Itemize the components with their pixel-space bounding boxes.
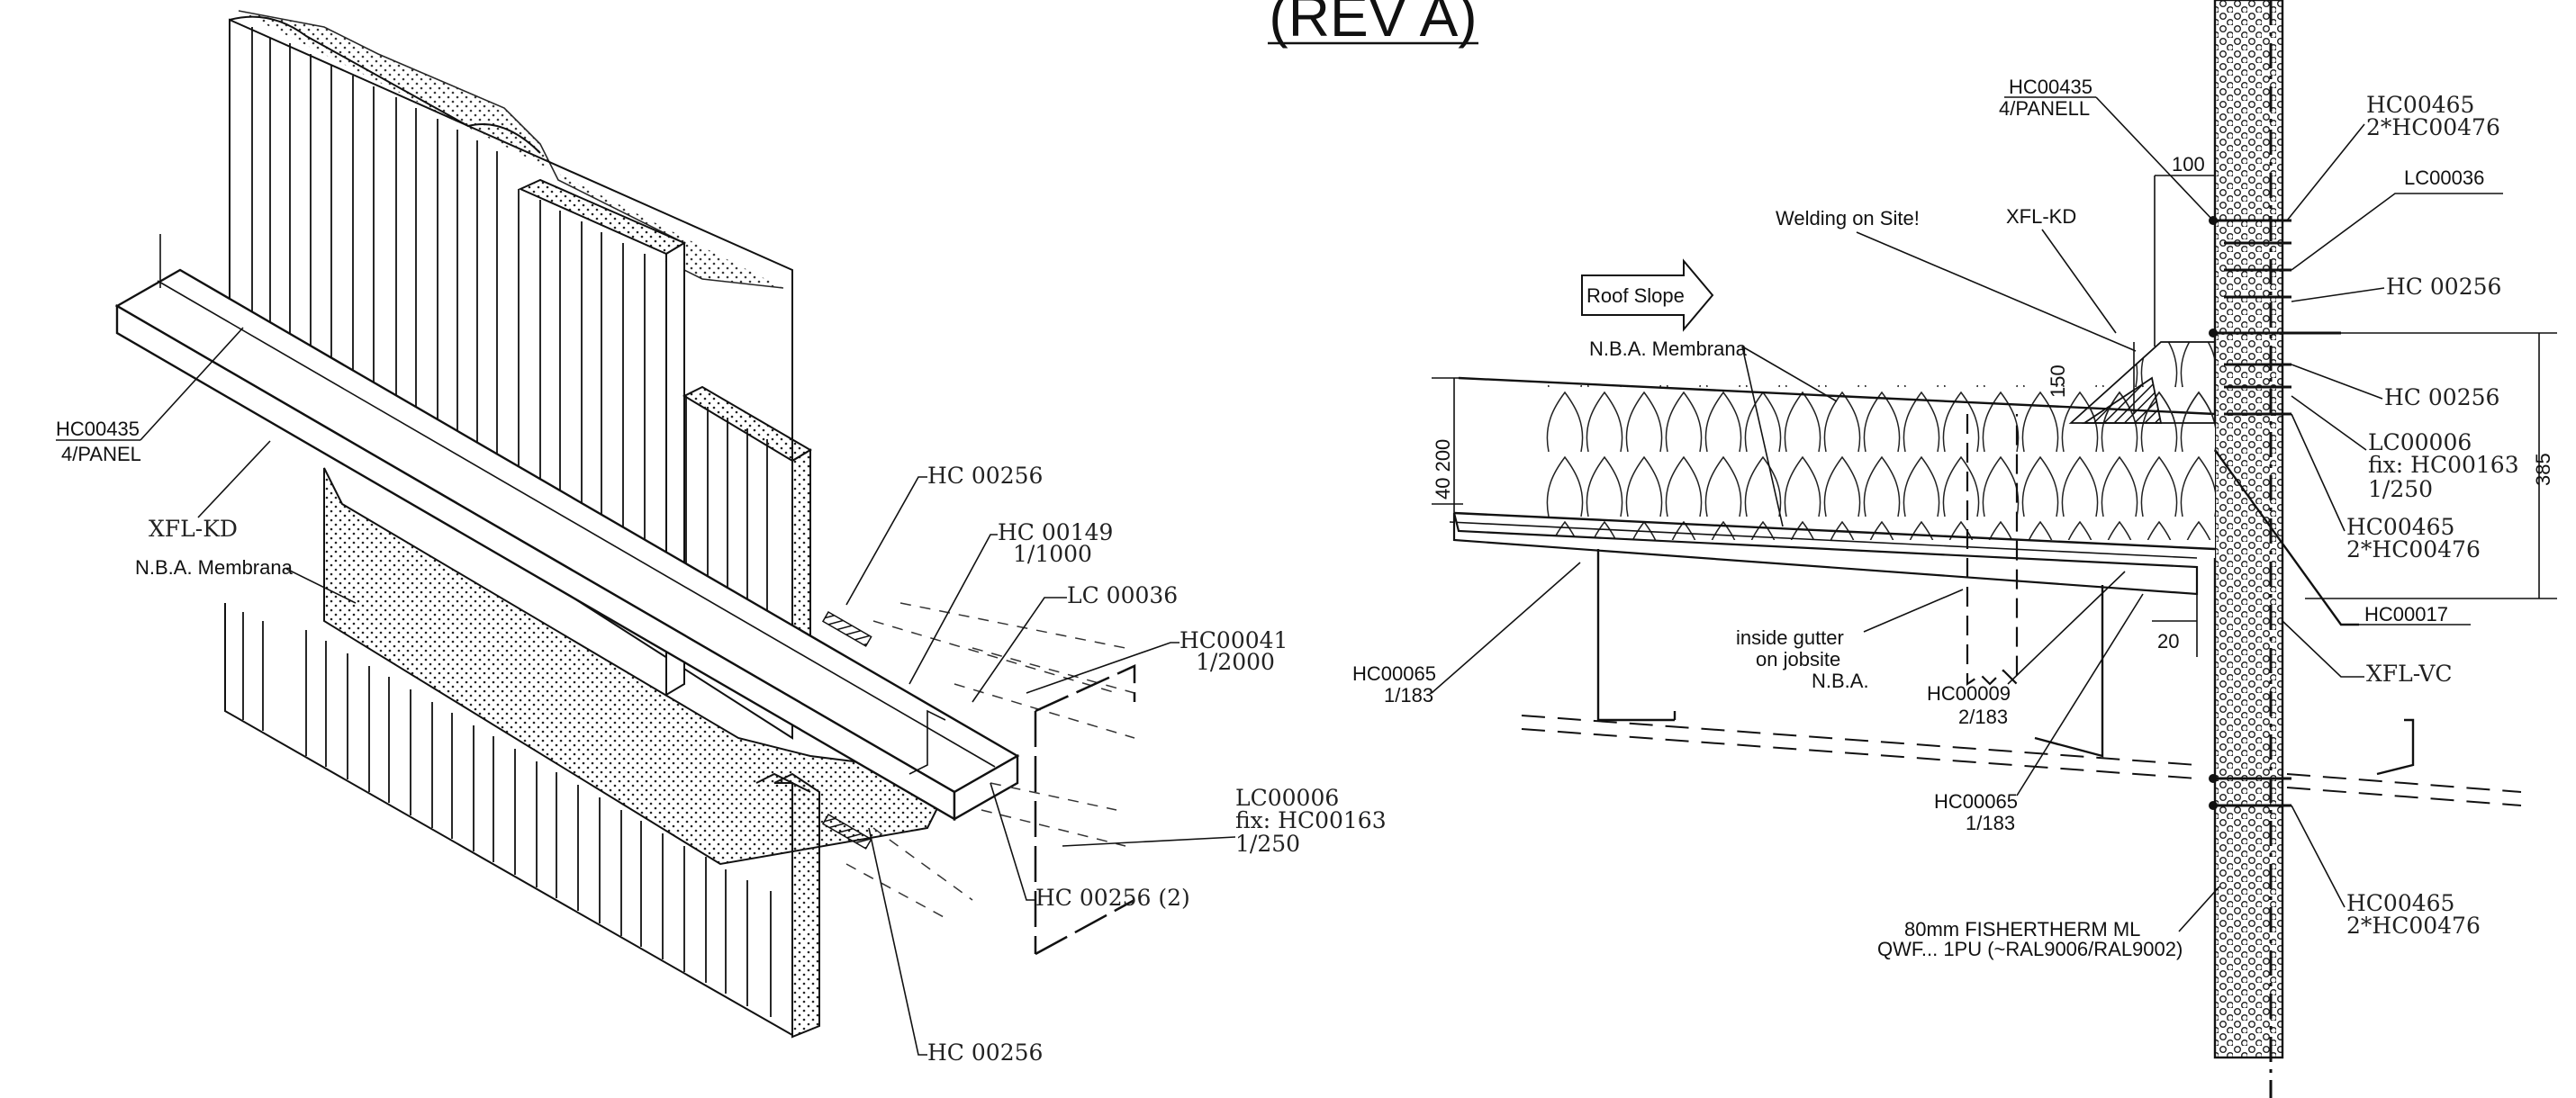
label-welding-on-site: Welding on Site! — [1776, 207, 1920, 230]
label-hc00009: HC00009 — [1927, 682, 2011, 705]
label-hc00256-2: HC 00256 (2) — [1035, 885, 1190, 911]
label-hc00435: HC00435 — [56, 418, 140, 440]
label-lc00006: LC00006 — [1235, 785, 1339, 811]
label-xfl-kd-right: XFL-KD — [2006, 205, 2076, 228]
label-inside-gutter-2: on jobsite — [1756, 648, 1840, 670]
label-fix-hc00163-right: fix: HC00163 — [2368, 452, 2519, 478]
label-lc00006-right: LC00006 — [2368, 429, 2472, 455]
bracket-lower — [821, 813, 872, 850]
left-isometric-detail — [114, 10, 1136, 1039]
label-hc00256-bottom: HC 00256 — [927, 1040, 1043, 1066]
label-1-250: 1/250 — [1235, 831, 1300, 857]
label-hc00476-a: 2*HC00476 — [2366, 114, 2500, 140]
roof-bottom-line — [1453, 511, 2216, 551]
label-dim-100: 100 — [2172, 153, 2205, 176]
label-dim-385: 385 — [2532, 453, 2554, 486]
gutter-line-2 — [1521, 728, 2198, 779]
label-roof-slope: Roof Slope — [1586, 284, 1685, 307]
wall-fixings — [2210, 219, 2341, 807]
label-lc00036-right: LC00036 — [2404, 166, 2484, 189]
label-hc00017: HC00017 — [2364, 603, 2448, 626]
lower-wall-panels — [224, 603, 820, 1039]
label-lc00036: LC 00036 — [1067, 582, 1178, 608]
label-4-panel: 4/PANEL — [61, 443, 141, 465]
label-nba-membrana-right: N.B.A. Membrana — [1589, 338, 1748, 360]
label-hc00041: HC00041 — [1180, 627, 1288, 653]
label-xfl-vc: XFL-VC — [2366, 661, 2453, 687]
label-hc00435-right: HC00435 — [2009, 76, 2092, 98]
label-1-250-right: 1/250 — [2368, 476, 2433, 502]
label-hc00065-b: HC00065 — [1934, 790, 2018, 813]
label-dim-20: 20 — [2157, 630, 2179, 652]
label-fishertherm-2: QWF... 1PU (~RAL9006/RAL9002) — [1877, 938, 2183, 960]
label-4-panell: 4/PANELL — [1999, 97, 2090, 120]
left-labels: HC00435 4/PANEL XFL-KD N.B.A. Membrana H… — [56, 327, 1387, 1066]
label-dim-40-200: 40 200 — [1432, 439, 1454, 500]
label-hc00065-a-scale: 1/183 — [1384, 684, 1433, 706]
label-hc00149: HC 00149 — [998, 519, 1113, 545]
label-nba-membrana: N.B.A. Membrana — [135, 556, 294, 579]
label-fishertherm-1: 80mm FISHERTHERM ML — [1904, 918, 2140, 940]
label-inside-gutter-1: inside gutter — [1736, 626, 1844, 649]
purlins — [1596, 414, 2415, 776]
label-hc00476-b: 2*HC00476 — [2346, 536, 2481, 562]
label-inside-gutter-3: N.B.A. — [1812, 670, 1869, 692]
dimension-lines — [1432, 175, 2557, 657]
label-hc00465-b: HC00465 — [2346, 514, 2454, 540]
label-hc00065-b-scale: 1/183 — [1966, 812, 2015, 834]
label-hc00465-c: HC00465 — [2346, 890, 2454, 916]
label-hc00256-a: HC 00256 — [2386, 274, 2501, 300]
label-hc00256-b: HC 00256 — [2384, 384, 2499, 410]
label-dim-150: 150 — [2047, 364, 2069, 398]
label-hc00465-a: HC00465 — [2366, 92, 2474, 118]
bracket-upper — [821, 610, 872, 647]
label-hc00009-scale: 2/183 — [1958, 706, 2008, 728]
label-hc00476-c: 2*HC00476 — [2346, 913, 2481, 939]
label-hc00256-top: HC 00256 — [927, 463, 1043, 489]
roof-slope-arrow — [1581, 258, 1714, 332]
label-hc00041-scale: 1/2000 — [1196, 649, 1275, 675]
xfl-kd-beam — [114, 234, 1020, 822]
weld-fillet — [2082, 376, 2163, 424]
exploded-view-lines — [845, 602, 1135, 919]
label-hc00149-scale: 1/1000 — [1013, 541, 1092, 567]
right-section-detail: Roof Slope — [1432, 0, 2557, 1098]
leader-hc00435 — [140, 327, 244, 441]
right-labels: HC00435 4/PANELL 100 Welding on Site! XF… — [1352, 76, 2554, 960]
c-profile-exploded — [1034, 664, 1136, 956]
drawing-title: (REV A) — [1269, 0, 1477, 49]
label-hc00065-a: HC00065 — [1352, 662, 1436, 685]
label-xfl-kd: XFL-KD — [149, 516, 238, 542]
gutter-line-1 — [1521, 715, 2198, 766]
label-fix-hc00163: fix: HC00163 — [1235, 807, 1387, 833]
